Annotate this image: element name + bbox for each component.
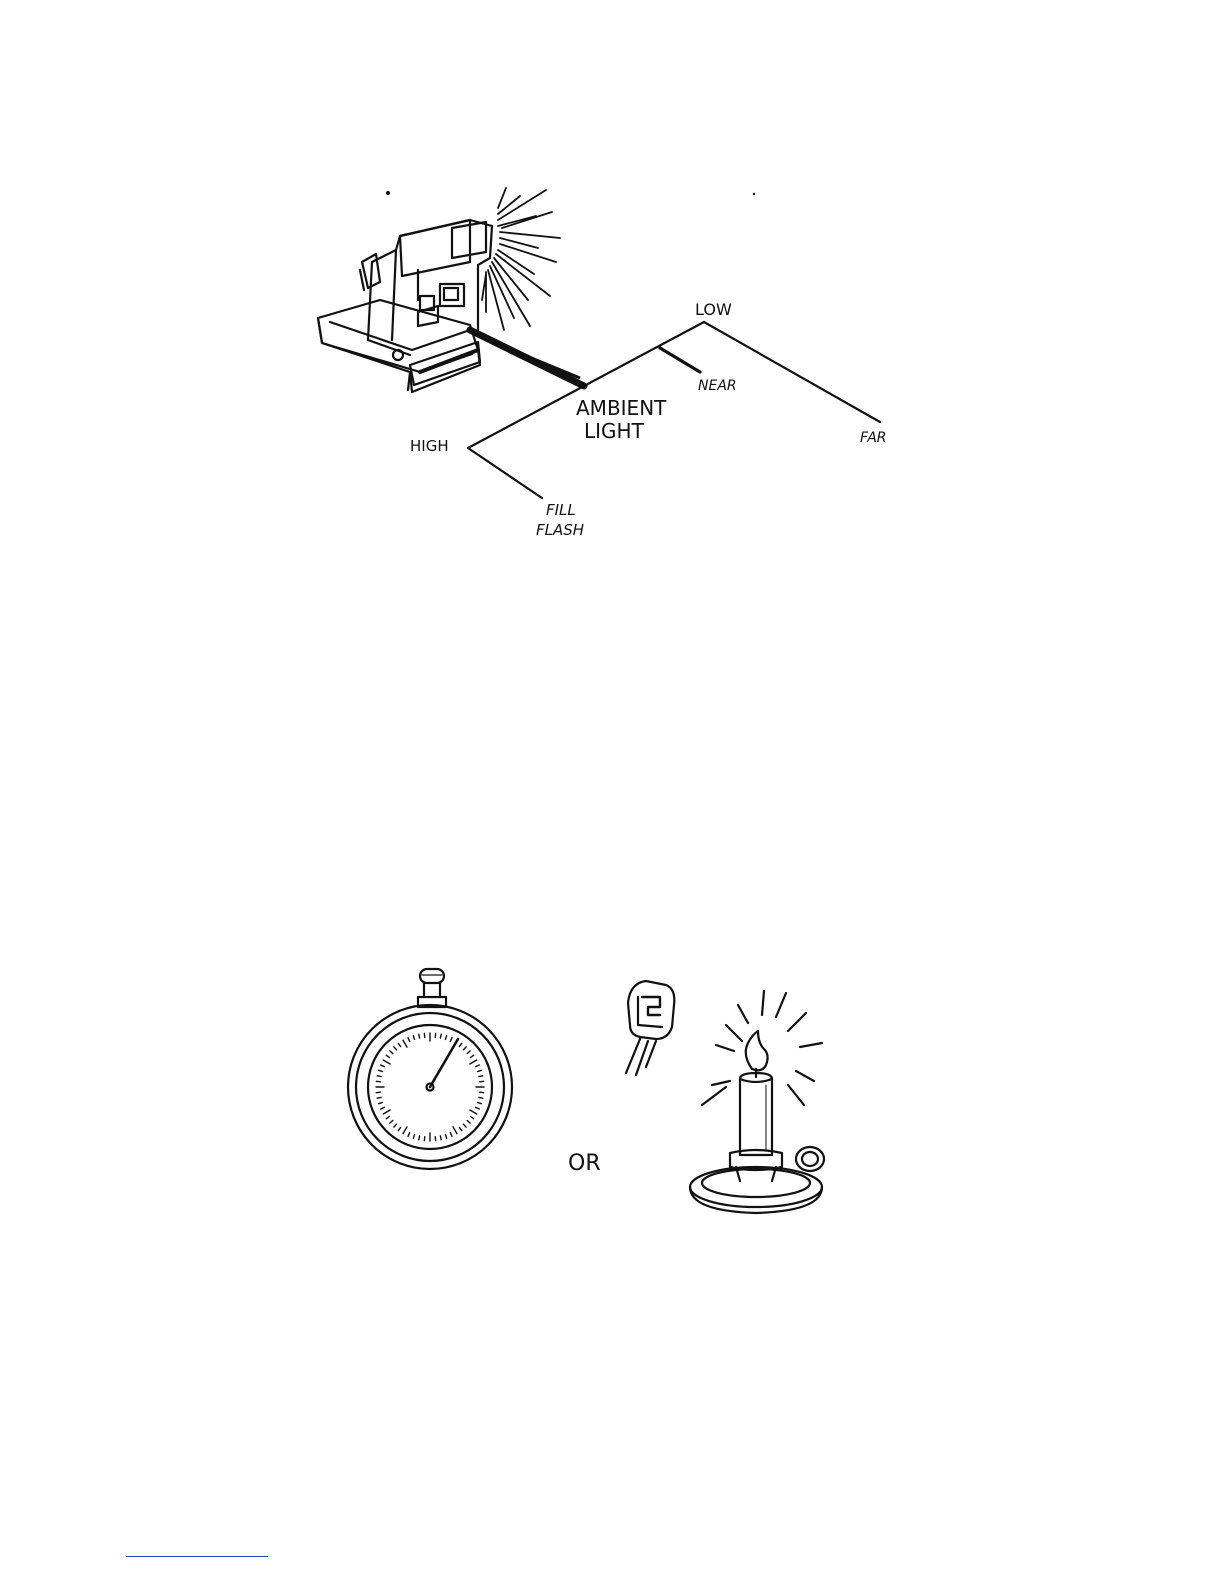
stopwatch-tick: [440, 1136, 441, 1140]
stopwatch-icon: [348, 969, 512, 1169]
stopwatch-tick: [470, 1060, 477, 1064]
flash-burst-icon: [482, 188, 560, 330]
stopwatch-tick: [394, 1124, 397, 1127]
stopwatch-tick: [386, 1055, 389, 1057]
tree-trunk-high: [468, 386, 584, 448]
stopwatch-tick: [478, 1070, 482, 1071]
stopwatch-tick: [450, 1038, 452, 1042]
label-high: HIGH: [410, 437, 449, 455]
label-far: FAR: [860, 430, 887, 446]
branch-far: [704, 322, 880, 422]
stopwatch-tick: [470, 1055, 473, 1057]
stopwatch-tick: [383, 1110, 390, 1114]
stopwatch-tick: [419, 1136, 420, 1140]
flash-bulb-icon: [626, 981, 674, 1075]
footer-rule: [126, 1556, 268, 1557]
stopwatch-tick: [381, 1065, 385, 1067]
label-low: LOW: [695, 300, 732, 319]
stopwatch-tick: [470, 1116, 473, 1118]
stopwatch-tick: [377, 1076, 381, 1077]
stopwatch-tick: [398, 1043, 400, 1046]
stopwatch-tick: [467, 1051, 470, 1054]
label-fill: FILL: [546, 501, 576, 519]
stopwatch-tick: [413, 1036, 414, 1040]
ambient-light-diagram: LOW NEAR FAR AMBIENT LIGHT HIGH FILL FLA…: [0, 0, 1224, 600]
label-or: OR: [568, 1151, 601, 1176]
stopwatch-tick: [390, 1051, 393, 1054]
stopwatch-tick: [381, 1107, 385, 1109]
timing-options-diagram: OR: [0, 955, 1224, 1275]
stopwatch-tick: [479, 1097, 483, 1098]
label-near: NEAR: [698, 378, 737, 394]
stopwatch-tick: [383, 1060, 390, 1064]
label-flash: FLASH: [536, 521, 584, 539]
branch-near: [660, 348, 700, 372]
stopwatch-tick: [463, 1124, 466, 1127]
stopwatch-tick: [450, 1133, 452, 1137]
stopwatch-tick: [476, 1065, 480, 1067]
stopwatch-tick: [394, 1047, 397, 1050]
stopwatch-tick: [408, 1038, 410, 1042]
stopwatch-tick: [459, 1043, 461, 1046]
stopwatch-tick: [419, 1034, 420, 1038]
stopwatch-tick: [408, 1133, 410, 1137]
stopwatch-tick: [379, 1070, 383, 1071]
stopwatch-tick: [463, 1047, 466, 1050]
stopwatch-tick: [398, 1127, 400, 1130]
stopwatch-tick: [390, 1120, 393, 1123]
stopwatch-tick: [403, 1040, 407, 1047]
instant-camera-icon: [318, 220, 492, 392]
stopwatch-tick: [379, 1102, 383, 1103]
candle-icon: [690, 991, 824, 1213]
stopwatch-tick: [476, 1107, 480, 1109]
stopwatch-tick: [445, 1036, 446, 1040]
branch-fill-flash: [468, 448, 542, 498]
stopwatch-tick: [440, 1034, 441, 1038]
stopwatch-tick: [470, 1110, 477, 1114]
tree-trunk-low: [584, 322, 704, 386]
stopwatch-tick: [479, 1076, 483, 1077]
label-ambient: AMBIENT: [576, 396, 667, 420]
stopwatch-tick: [413, 1135, 414, 1139]
stopwatch-tick: [377, 1097, 381, 1098]
stopwatch-tick: [403, 1127, 407, 1134]
stopwatch-tick: [453, 1127, 457, 1134]
stopwatch-tick: [467, 1120, 470, 1123]
stopwatch-tick: [445, 1135, 446, 1139]
stopwatch-tick: [386, 1116, 389, 1118]
label-light: LIGHT: [584, 419, 645, 443]
stopwatch-tick: [478, 1102, 482, 1103]
stopwatch-tick: [459, 1127, 461, 1130]
